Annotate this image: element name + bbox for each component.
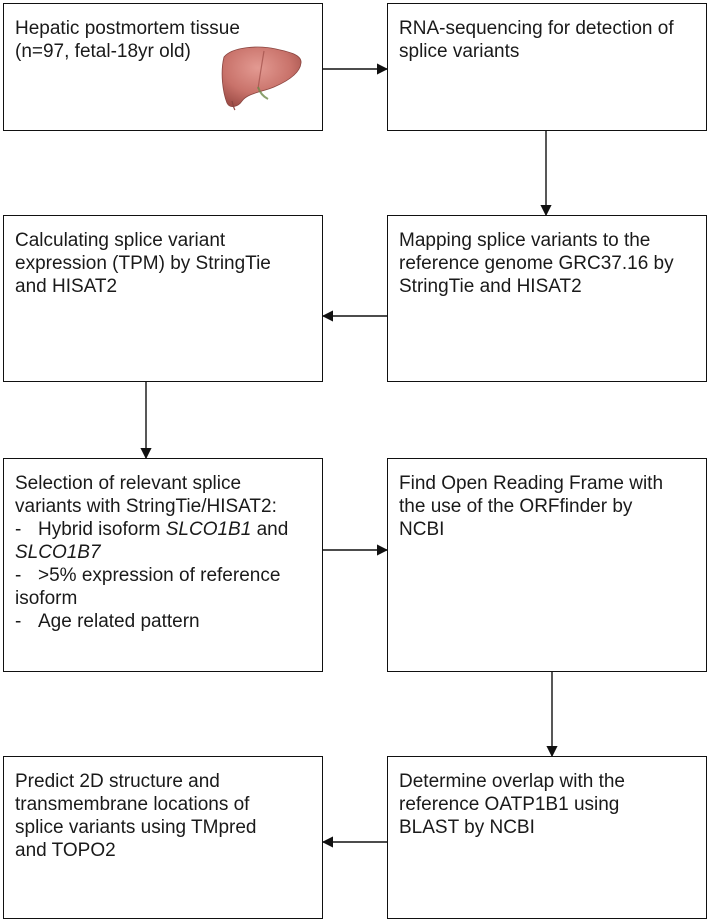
criterion-and-text: and — [251, 519, 289, 540]
step-predict-line4: and TOPO2 — [15, 840, 116, 861]
step-mapping-line1: Mapping splice variants to the — [399, 230, 651, 251]
step-selection-line1: Selection of relevant splice — [15, 473, 242, 494]
step-find-orf-line1: Find Open Reading Frame with — [399, 473, 664, 494]
criterion-hybrid-isoform-text: Hybrid isoform — [38, 519, 166, 540]
step-hepatic-tissue-line2: (n=97, fetal-18yr old) — [15, 41, 191, 62]
step-overlap-line2: reference OATP1B1 using — [399, 794, 620, 815]
gene-slco1b7: SLCO1B7 — [15, 542, 101, 563]
bullet-dash: - — [15, 611, 22, 632]
criterion-age-pattern: -Age related pattern — [15, 610, 310, 633]
bullet-dash: - — [15, 519, 22, 540]
step-calculating-line1: Calculating splice variant — [15, 230, 226, 251]
step-rna-sequencing-line1: RNA-sequencing for detection of — [399, 18, 674, 39]
criterion-expression-threshold: ->5% expression of reference — [15, 564, 310, 587]
step-rna-sequencing-line2: splice variants — [399, 41, 520, 62]
step-mapping-line2: reference genome GRC37.16 by — [399, 253, 674, 274]
step-find-orf-line3: NCBI — [399, 519, 445, 540]
step-determine-overlap: Determine overlap with the reference OAT… — [387, 756, 707, 919]
step-calculating-line3: and HISAT2 — [15, 276, 118, 297]
step-overlap-line3: BLAST by NCBI — [399, 817, 535, 838]
step-predict-line2: transmembrane locations of — [15, 794, 250, 815]
step-predict-structure: Predict 2D structure and transmembrane l… — [3, 756, 323, 919]
step-find-orf-line2: the use of the ORFfinder by — [399, 496, 633, 517]
step-calculating-line2: expression (TPM) by StringTie — [15, 253, 271, 274]
step-predict-line3: splice variants using TMpred — [15, 817, 257, 838]
step-mapping-splice-variants: Mapping splice variants to the reference… — [387, 215, 707, 382]
criterion-hybrid-isoform-cont: SLCO1B7 — [15, 541, 310, 564]
step-selection-splice-variants: Selection of relevant splice variants wi… — [3, 458, 323, 672]
step-find-orf: Find Open Reading Frame with the use of … — [387, 458, 707, 672]
step-mapping-line3: StringTie and HISAT2 — [399, 276, 582, 297]
step-selection-line2: variants with StringTie/HISAT2: — [15, 496, 277, 517]
step-calculating-expression: Calculating splice variant expression (T… — [3, 215, 323, 382]
criterion-age-text: Age related pattern — [38, 611, 200, 632]
gene-slco1b1: SLCO1B1 — [165, 519, 252, 540]
criterion-expression-cont: isoform — [15, 588, 78, 609]
step-predict-line1: Predict 2D structure and — [15, 771, 220, 792]
step-rna-sequencing: RNA-sequencing for detection of splice v… — [387, 3, 707, 131]
step-overlap-line1: Determine overlap with the — [399, 771, 625, 792]
liver-icon — [221, 46, 302, 111]
criterion-expression-text: >5% expression of reference — [38, 565, 281, 586]
bullet-dash: - — [15, 565, 22, 586]
criterion-hybrid-isoform: -Hybrid isoform SLCO1B1 and — [15, 518, 310, 541]
step-hepatic-tissue-line1: Hepatic postmortem tissue — [15, 18, 240, 39]
